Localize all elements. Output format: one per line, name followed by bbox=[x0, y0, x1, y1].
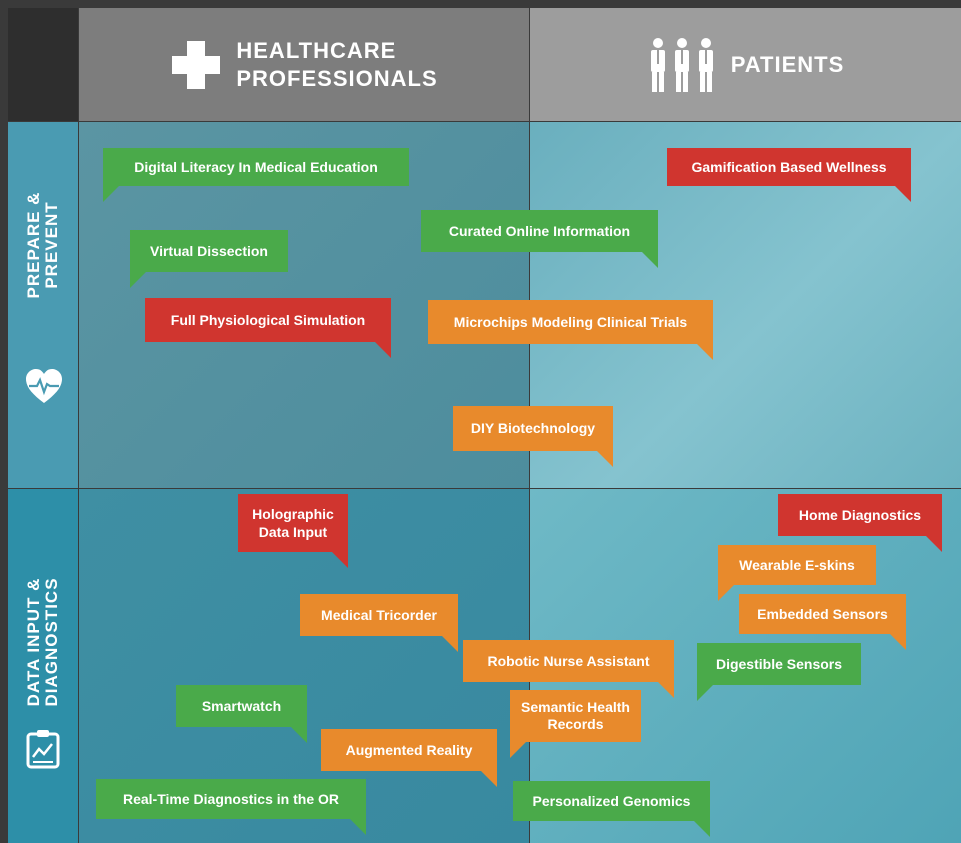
heart-pulse-icon bbox=[24, 367, 64, 407]
header-healthcare-line1: HEALTHCARE bbox=[236, 37, 397, 63]
tag-medical-tricorder: Medical Tricorder bbox=[300, 594, 458, 652]
tag-diy-biotechnology: DIY Biotechnology bbox=[453, 406, 613, 467]
header-patients-title: PATIENTS bbox=[730, 51, 845, 77]
header-healthcare-line2: PROFESSIONALS bbox=[236, 65, 438, 91]
tag-real-time-diagnostics-or: Real-Time Diagnostics in the OR bbox=[96, 779, 366, 835]
tag-personalized-genomics: Personalized Genomics bbox=[513, 781, 710, 837]
row-data-title: DATA INPUT & DIAGNOSTICS bbox=[24, 577, 61, 707]
tag-robotic-nurse-assistant: Robotic Nurse Assistant bbox=[463, 640, 674, 698]
tag-smartwatch: Smartwatch bbox=[176, 685, 307, 743]
tag-curated-online-information: Curated Online Information bbox=[421, 210, 658, 268]
tag-holographic-data-input: Holographic Data Input bbox=[238, 494, 348, 568]
row-data-line1: DATA INPUT & bbox=[24, 577, 43, 707]
tag-wearable-e-skins: Wearable E-skins bbox=[718, 545, 876, 601]
header-healthcare-professionals: HEALTHCARE PROFESSIONALS bbox=[79, 8, 529, 121]
plus-cross-icon bbox=[170, 39, 222, 91]
row-data-line2: DIAGNOSTICS bbox=[42, 577, 61, 707]
tag-embedded-sensors: Embedded Sensors bbox=[739, 594, 906, 650]
tag-digital-literacy: Digital Literacy In Medical Education bbox=[103, 148, 409, 202]
row-label-prepare-prevent: PREPARE & PREVENT bbox=[8, 122, 78, 488]
clipboard-chart-icon bbox=[26, 729, 60, 769]
header-patients: PATIENTS bbox=[530, 8, 961, 121]
row-prepare-line1: PREPARE & bbox=[24, 191, 43, 299]
tag-gamification-wellness: Gamification Based Wellness bbox=[667, 148, 911, 202]
row-label-data-input-diagnostics: DATA INPUT & DIAGNOSTICS bbox=[8, 489, 78, 843]
row-prepare-title: PREPARE & PREVENT bbox=[24, 191, 61, 299]
row-prepare-line2: PREVENT bbox=[42, 201, 61, 289]
tag-home-diagnostics: Home Diagnostics bbox=[778, 494, 942, 552]
corner-cell bbox=[8, 8, 78, 121]
header-healthcare-title: HEALTHCARE PROFESSIONALS bbox=[236, 37, 437, 93]
tag-full-physiological-simulation: Full Physiological Simulation bbox=[145, 298, 391, 358]
people-icon bbox=[647, 35, 717, 95]
tag-virtual-dissection: Virtual Dissection bbox=[130, 230, 288, 288]
tag-digestible-sensors: Digestible Sensors bbox=[697, 643, 861, 701]
tag-microchips-clinical-trials: Microchips Modeling Clinical Trials bbox=[428, 300, 713, 360]
tag-semantic-health-records: Semantic Health Records bbox=[510, 690, 641, 758]
tag-augmented-reality: Augmented Reality bbox=[321, 729, 497, 787]
